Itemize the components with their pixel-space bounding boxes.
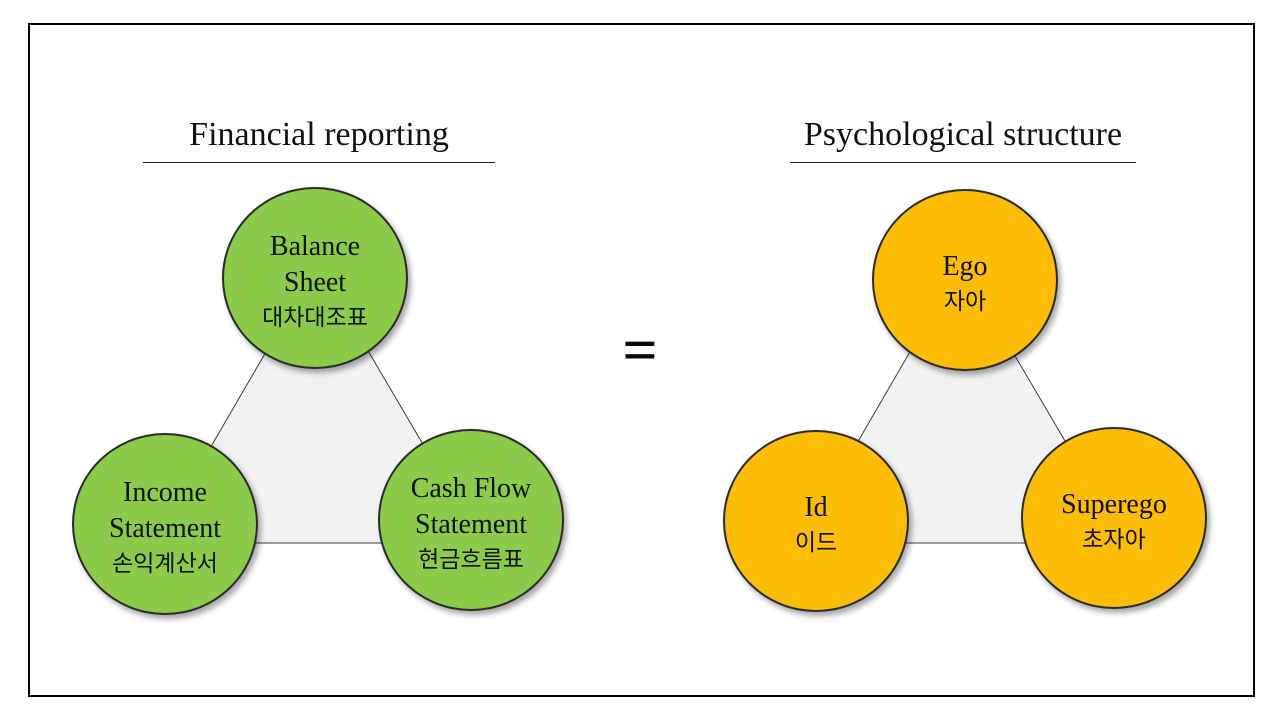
- node-label-en: Superego: [1061, 489, 1167, 520]
- node-label-en: Income Statement: [109, 477, 221, 544]
- node-label-ko: 자아: [943, 289, 987, 314]
- node-label-en: Ego: [942, 251, 988, 282]
- node-balance-sheet: Balance Sheet 대차대조표: [222, 187, 408, 369]
- node-label-ko: 대차대조표: [262, 305, 368, 330]
- slide-border: [28, 23, 1255, 697]
- node-cash-flow-statement: Cash Flow Statement 현금흐름표: [378, 429, 564, 611]
- node-label-en: Balance Sheet: [269, 231, 361, 298]
- node-income-statement: Income Statement 손익계산서: [72, 433, 258, 615]
- node-superego: Superego 초자아: [1021, 427, 1207, 609]
- node-ego: Ego 자아: [872, 189, 1058, 371]
- node-label-ko: 초자아: [1082, 527, 1146, 552]
- node-label-ko: 현금흐름표: [418, 547, 524, 572]
- node-label-ko: 손익계산서: [112, 551, 218, 576]
- node-label-en: Cash Flow Statement: [410, 473, 532, 540]
- node-id: Id 이드: [723, 430, 909, 612]
- node-label-en: Id: [804, 492, 828, 523]
- equals-sign: =: [622, 316, 658, 385]
- right-group-title: Psychological structure: [790, 114, 1136, 163]
- node-label-ko: 이드: [794, 530, 838, 555]
- left-group-title: Financial reporting: [143, 114, 495, 163]
